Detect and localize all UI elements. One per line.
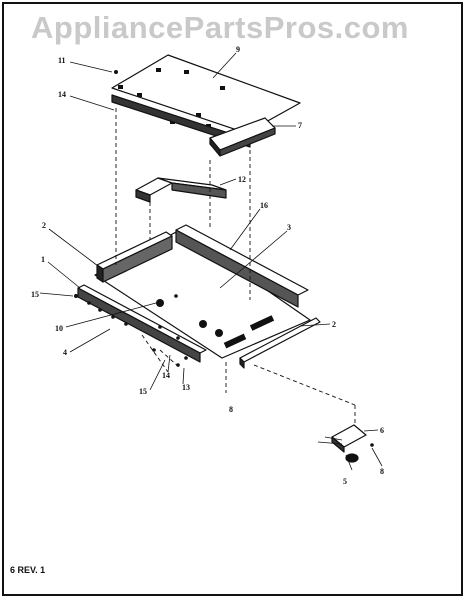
callout-7: 7 [298, 121, 302, 130]
callout-13: 13 [182, 383, 190, 392]
part-2-right-rail [239, 317, 321, 369]
callout-16: 16 [260, 201, 268, 210]
callout-14-top: 14 [58, 90, 66, 99]
callout-4: 4 [63, 348, 67, 357]
callout-3: 3 [287, 223, 291, 232]
callout-11: 11 [58, 56, 66, 65]
part-5-knob [345, 453, 359, 463]
callout-9: 9 [236, 45, 240, 54]
callout-leaders [39, 52, 383, 471]
callout-8-switch: 8 [380, 467, 384, 476]
callout-2-right: 2 [332, 320, 336, 329]
callout-8-center: 8 [229, 405, 233, 414]
diagram-border [2, 2, 463, 596]
callout-6: 6 [380, 426, 384, 435]
revision-label: 6 REV. 1 [10, 565, 46, 575]
part-14-front-strip [111, 94, 251, 148]
callout-15-left: 15 [31, 290, 39, 299]
part-1-front-rail [77, 284, 207, 363]
part-2-left-rail [96, 231, 173, 283]
part-6-switch-assembly [331, 424, 367, 453]
callout-2-left: 2 [42, 221, 46, 230]
part-16-rear-rail [175, 224, 309, 308]
callout-12: 12 [238, 175, 246, 184]
part-12-corner-seal [135, 177, 227, 203]
callout-1: 1 [41, 255, 45, 264]
callout-10: 10 [55, 324, 63, 333]
callout-14-bottom: 14 [162, 371, 170, 380]
callout-15-bottom: 15 [139, 387, 147, 396]
part-9-cover-plate [111, 54, 301, 134]
callout-labels: 9 11 14 7 12 16 3 2 1 15 10 4 2 14 15 13… [31, 45, 384, 486]
assembly-guide-lines [115, 108, 356, 425]
watermark-text: AppliancePartsPros.com [31, 10, 409, 45]
callout-5: 5 [343, 477, 347, 486]
